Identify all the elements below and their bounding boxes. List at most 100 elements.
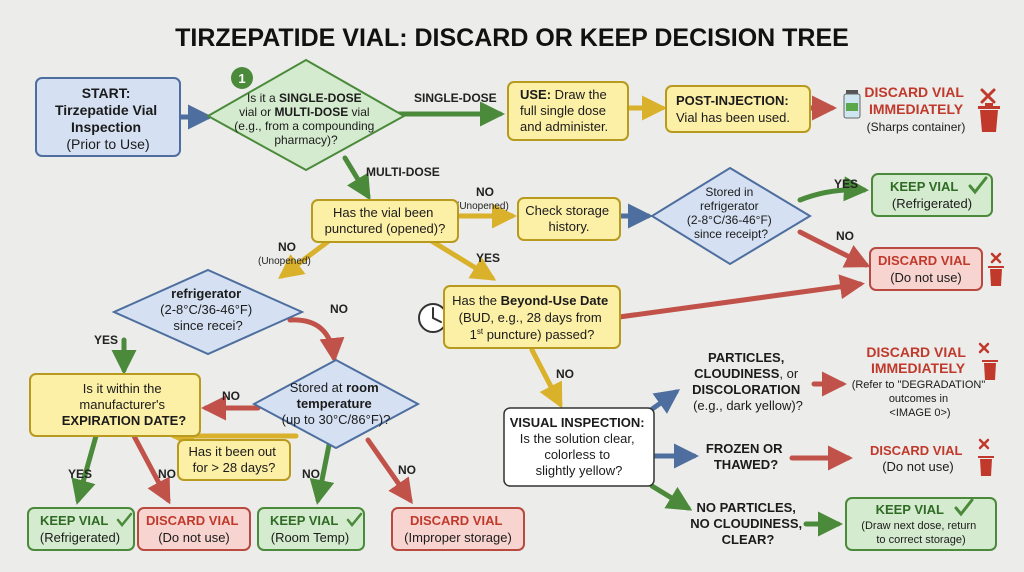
edge-label-single-dose: SINGLE-DOSE (414, 91, 497, 105)
start-line-3: Inspection (71, 119, 141, 135)
particles-q-label: CLOUDINESS (694, 366, 780, 381)
arrow-stored-no-discard (797, 229, 871, 268)
arrow-bud-yes-discard (609, 274, 865, 321)
keep-label: KEEP VIAL (270, 513, 338, 528)
edge-label-no: NO (476, 185, 494, 199)
dose-q-text: pharmacy)? (274, 133, 338, 147)
edge-label-no: NO (330, 302, 348, 316)
discard-note: (Do not use) (882, 459, 954, 474)
svg-text:Is it a SINGLE-DOSE vial: Is it a SINGLE-DOSE vial or MULTI-DOSE v… (234, 91, 377, 147)
particles-q-text: , or (779, 366, 798, 381)
discard-label: DISCARD VIAL (864, 84, 964, 100)
discard-note: (Sharps container) (867, 120, 966, 134)
question-refrigerator-left: refrigerator (2-8°C/36-46°F) since recei… (111, 268, 305, 356)
question-beyond-use-date: Has the Beyond-Use Date (BUD, e.g., 28 d… (443, 285, 621, 349)
use-text: Draw the (551, 87, 607, 102)
svg-text:KEEP VIAL (Refrigerated): KEEP VIAL (Refrigerated) (890, 179, 972, 211)
punctured-q-text: Has the vial been (333, 205, 433, 220)
vial-icon (843, 90, 861, 119)
start-line-1: START: (82, 85, 131, 101)
check-storage-box: Check storage history. (517, 197, 621, 241)
svg-text:DISCARD VIAL IMMEDIATELY: DISCARD VIAL IMMEDIATELY (864, 84, 967, 117)
fridge-q-text: since recei? (173, 318, 242, 333)
svg-text:refrigerator (2-8°C/36-4: refrigerator (2-8°C/36-46°F) since recei… (160, 286, 256, 333)
x-mark-icon (978, 438, 990, 450)
punctured-q-text: punctured (opened)? (325, 221, 446, 236)
no-particles-q-label: NO PARTICLES, (696, 500, 795, 515)
arrow-expiry-no (131, 433, 171, 505)
post-injection-box: POST-INJECTION: Vial has been used. (665, 85, 811, 133)
discard-immediately-top: DISCARD VIAL IMMEDIATELY (Sharps contain… (864, 84, 967, 134)
bud-q-text: Has the (452, 293, 500, 308)
out28-q-text: Has it been out (188, 444, 276, 459)
svg-text:Stored at room temperatu: Stored at room temperature (up to 30°C/8… (282, 380, 391, 427)
svg-text:POST-INJECTION: Vial has: POST-INJECTION: Vial has been used. (676, 93, 792, 125)
edge-label-yes: YES (834, 177, 858, 191)
arrow-punctured-no (278, 237, 333, 279)
post-injection-label: POST-INJECTION: (676, 93, 789, 108)
keep-note: (Draw next dose, return (861, 520, 976, 532)
discard-vial-top: DISCARD VIAL (Do not use) (869, 247, 983, 291)
trash-icon (978, 103, 1000, 132)
question-dose-type: Is it a SINGLE-DOSE vial or MULTI-DOSE v… (205, 58, 407, 172)
trash-icon (988, 266, 1004, 286)
edge-label-no: NO (556, 367, 574, 381)
discard-label: DISCARD VIAL (870, 443, 963, 458)
svg-text:Has it been out for > 28: Has it been out for > 28 days? (188, 444, 279, 475)
svg-text:KEEP VIAL (Refrigerated): KEEP VIAL (Refrigerated) (40, 513, 120, 545)
arrow-multi-dose (342, 155, 371, 201)
question-room-temperature: Stored at room temperature (up to 30°C/8… (251, 358, 421, 450)
dose-q-text: vial (348, 105, 369, 119)
bud-q-text: 1 (470, 327, 477, 342)
edge-label-yes: YES (68, 467, 92, 481)
expiry-q-text: Is it within the (83, 381, 162, 396)
keep-note: (Refrigerated) (892, 196, 972, 211)
discard-immediately-mid: DISCARD VIAL IMMEDIATELY (Refer to "DEGR… (852, 344, 989, 419)
svg-text:PARTICLES, CLOUDINESS, o: PARTICLES, CLOUDINESS, or DISCOLORATION … (692, 350, 804, 413)
discard-note: outcomes in (889, 393, 948, 405)
particles-q-text: (e.g., dark yellow)? (693, 398, 803, 413)
edge-label-no: NO (302, 467, 320, 481)
dose-q-single: SINGLE-DOSE (279, 91, 362, 105)
arrow-room-no-improper (365, 437, 413, 505)
visual-inspection-text: Is the solution clear, (520, 431, 635, 446)
arrow-bud-no-visual (529, 347, 563, 409)
use-label: USE: (520, 87, 551, 102)
svg-text:DISCARD VIAL IMMEDIATELY: DISCARD VIAL IMMEDIATELY (866, 344, 969, 376)
edge-label-yes: YES (476, 251, 500, 265)
room-q-text: Stored at (290, 380, 346, 395)
bud-q-text: (BUD, e.g., 28 days from (459, 310, 602, 325)
fridge-q-text: (2-8°C/36-46°F) (160, 302, 252, 317)
svg-text:START: Tirzepatide Vial: START: Tirzepatide Vial Inspection (Prio… (55, 85, 161, 152)
svg-text:Check storage history.: Check storage history. (525, 203, 612, 234)
use-text: full single dose (520, 103, 606, 118)
edge-label-no: NO (222, 389, 240, 403)
svg-text:DISCARD VIAL (Improper s: DISCARD VIAL (Improper storage) (404, 513, 512, 545)
edge-label-no: NO (158, 467, 176, 481)
arrow-out28-no (309, 437, 335, 505)
keep-vial-refrigerated-top: KEEP VIAL (Refrigerated) (871, 173, 993, 217)
use-box: USE: Draw the full single dose and admin… (507, 81, 629, 141)
particles-q-label: PARTICLES, (708, 350, 784, 365)
svg-text:VISUAL INSPECTION: Is th: VISUAL INSPECTION: Is the solution clear… (510, 415, 648, 478)
step-number: 1 (238, 71, 245, 86)
frozen-q-label: THAWED? (714, 457, 778, 472)
discard-label: DISCARD VIAL (878, 253, 971, 268)
room-q-label: temperature (297, 396, 372, 411)
discard-note: <IMAGE 0>) (889, 407, 950, 419)
bottom-discard-vial: DISCARD VIAL (Do not use) (137, 507, 251, 551)
edge-label-no: NO (398, 463, 416, 477)
start-line-4: (Prior to Use) (66, 136, 149, 152)
svg-text:FROZEN OR THAWED?: FROZEN OR THAWED? (706, 441, 786, 472)
dose-q-text: Is it a (247, 91, 279, 105)
question-punctured: Has the vial been punctured (opened)? (311, 199, 459, 243)
edge-label-unopened: (Unopened) (456, 201, 509, 212)
bud-q-superscript: st (477, 327, 484, 336)
arrow-stored-yes-keep (797, 176, 869, 203)
question-stored-fridge-receipt: Stored in refrigerator (2-8°C/36-46°F) s… (650, 166, 812, 266)
svg-text:(Refer to "DEGRADATION": (Refer to "DEGRADATION" outcomes in <IMA… (852, 379, 989, 419)
bud-q-text: puncture) passed? (483, 327, 594, 342)
expiry-q-text: manufacturer's (79, 397, 165, 412)
room-q-text: (up to 30°C/86°F)? (282, 412, 391, 427)
room-q-label: room (346, 380, 379, 395)
